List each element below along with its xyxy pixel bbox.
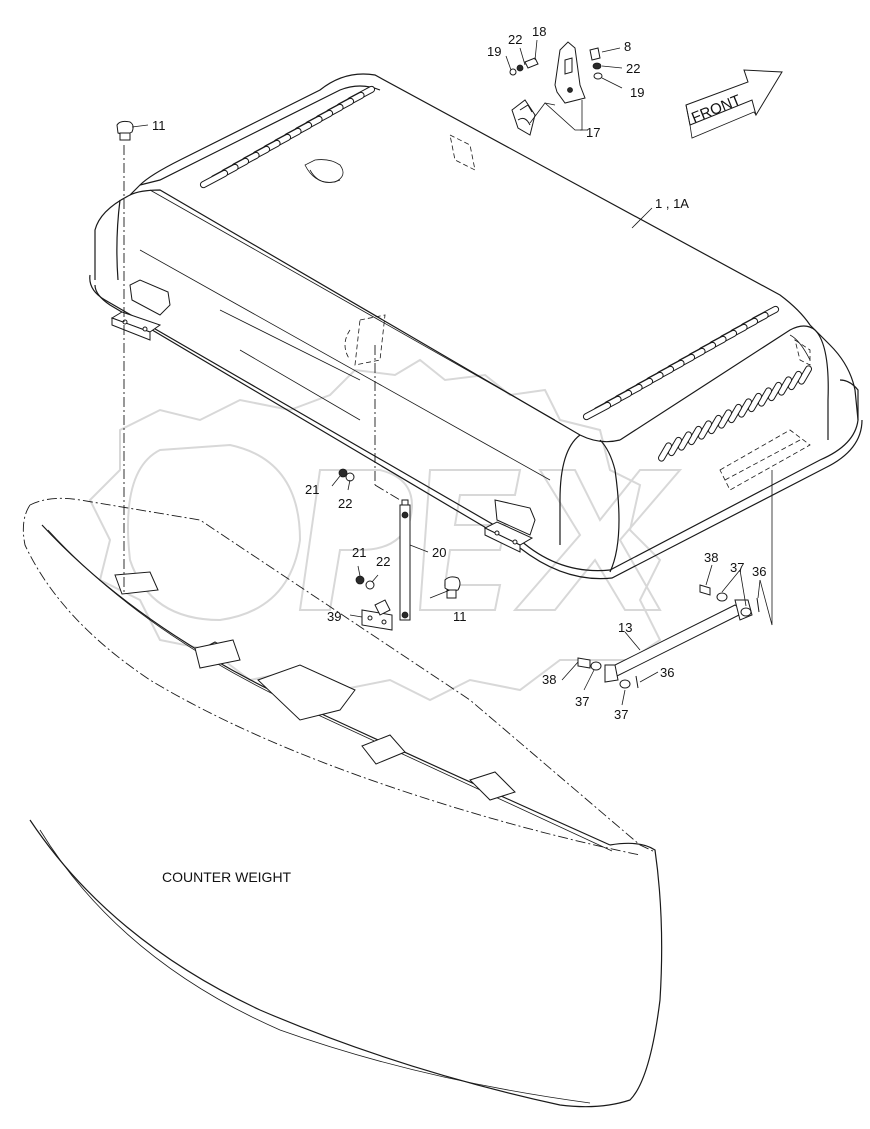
callout-36-lower: 36 xyxy=(660,665,674,680)
callout-38-left: 38 xyxy=(542,672,556,687)
vent-slot xyxy=(748,392,762,413)
callout-37-right: 37 xyxy=(730,560,744,575)
callout-11-lower: 11 xyxy=(453,609,467,624)
callout-22-upper: 22 xyxy=(338,496,352,511)
vent-slot xyxy=(668,436,682,457)
vent-slot xyxy=(798,365,812,385)
callout-labels: 11 22 18 19 8 22 19 17 1 , 1A 21 22 21 2… xyxy=(152,24,766,722)
callout-8: 8 xyxy=(624,39,631,54)
callout-18: 18 xyxy=(532,24,546,39)
callout-39: 39 xyxy=(327,609,341,624)
callout-11-top: 11 xyxy=(152,118,166,133)
hinge-front xyxy=(483,499,536,553)
callout-22-top-right: 22 xyxy=(626,61,640,76)
vent-slots-left xyxy=(199,85,376,189)
callout-20: 20 xyxy=(432,545,446,560)
callout-21-lower: 21 xyxy=(352,545,366,560)
counterweight-label: COUNTER WEIGHT xyxy=(162,869,292,885)
vent-slot xyxy=(199,169,229,189)
vent-slot xyxy=(708,414,722,435)
vent-slot xyxy=(768,381,782,402)
vent-slot xyxy=(658,442,672,462)
callout-19-top-left: 19 xyxy=(487,44,501,59)
callout-38-right: 38 xyxy=(704,550,718,565)
vent-slot xyxy=(728,403,742,424)
knob-11-lower xyxy=(429,576,461,599)
knob-11-top xyxy=(116,120,134,595)
nuts-washers xyxy=(338,468,375,590)
callout-36-right: 36 xyxy=(752,564,766,579)
engine-hood xyxy=(89,73,863,580)
callout-1-1a: 1 , 1A xyxy=(655,196,689,211)
stay-13 xyxy=(577,470,773,689)
vent-slot xyxy=(778,376,792,396)
latch-bracket-17 xyxy=(509,41,603,136)
callout-22-top: 22 xyxy=(508,32,522,47)
callout-22-lower: 22 xyxy=(376,554,390,569)
callout-37-lower-b: 37 xyxy=(614,707,628,722)
callout-17: 17 xyxy=(586,125,600,140)
counterweight: COUNTER WEIGHT xyxy=(22,497,663,1108)
vent-slots-side xyxy=(658,365,812,462)
hinge-left xyxy=(110,279,171,341)
callout-37-lower-a: 37 xyxy=(575,694,589,709)
callout-19-top-right: 19 xyxy=(630,85,644,100)
vent-slot xyxy=(698,420,712,440)
vent-slot xyxy=(678,431,692,451)
front-arrow: FRONT xyxy=(685,69,783,139)
gas-strut-20 xyxy=(374,345,411,621)
vent-slot xyxy=(738,398,752,418)
callout-13: 13 xyxy=(618,620,632,635)
bracket-39 xyxy=(361,599,393,631)
vent-slot xyxy=(688,425,702,446)
latch-bracket-hood xyxy=(344,134,811,491)
vent-slot xyxy=(582,401,612,421)
vent-slots-right xyxy=(582,305,780,421)
vent-slot xyxy=(758,387,772,407)
callout-21-upper: 21 xyxy=(305,482,319,497)
leader-lines xyxy=(131,39,761,706)
vent-slot xyxy=(788,370,802,391)
vent-slot xyxy=(718,409,732,429)
